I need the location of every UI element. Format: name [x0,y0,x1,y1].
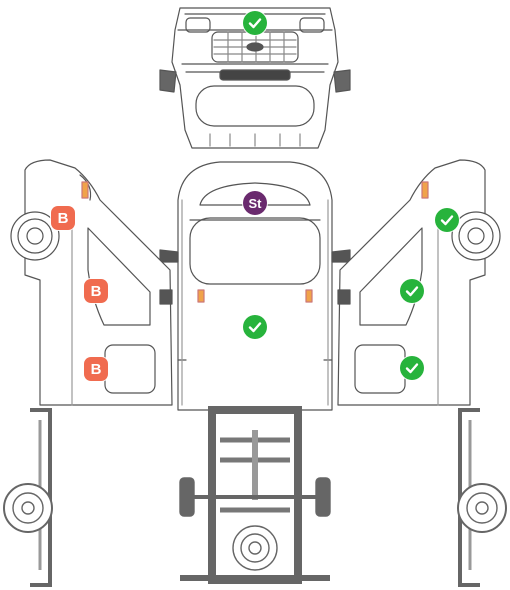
b-marker-left-rear[interactable]: B [84,357,108,381]
b-marker-label: B [90,360,102,378]
b-marker-left-door[interactable]: B [84,279,108,303]
b-marker-left-wheel[interactable]: B [51,206,75,230]
chassis-view[interactable] [3,406,507,587]
st-marker-label: St [248,195,262,211]
check-marker-right-rear[interactable] [400,356,424,380]
top-view[interactable] [159,161,351,411]
check-marker-right-wheel[interactable] [435,208,459,232]
check-icon [440,215,454,226]
b-marker-label: B [90,282,102,300]
check-icon [405,286,419,297]
check-icon [248,322,262,333]
check-marker-body-center[interactable] [243,315,267,339]
check-marker-right-door[interactable] [400,279,424,303]
b-marker-label: B [57,209,69,227]
st-marker-roof[interactable]: St [243,191,267,215]
front-view[interactable] [159,7,351,149]
check-icon [405,363,419,374]
check-marker-front-hood[interactable] [243,11,267,35]
check-icon [248,18,262,29]
